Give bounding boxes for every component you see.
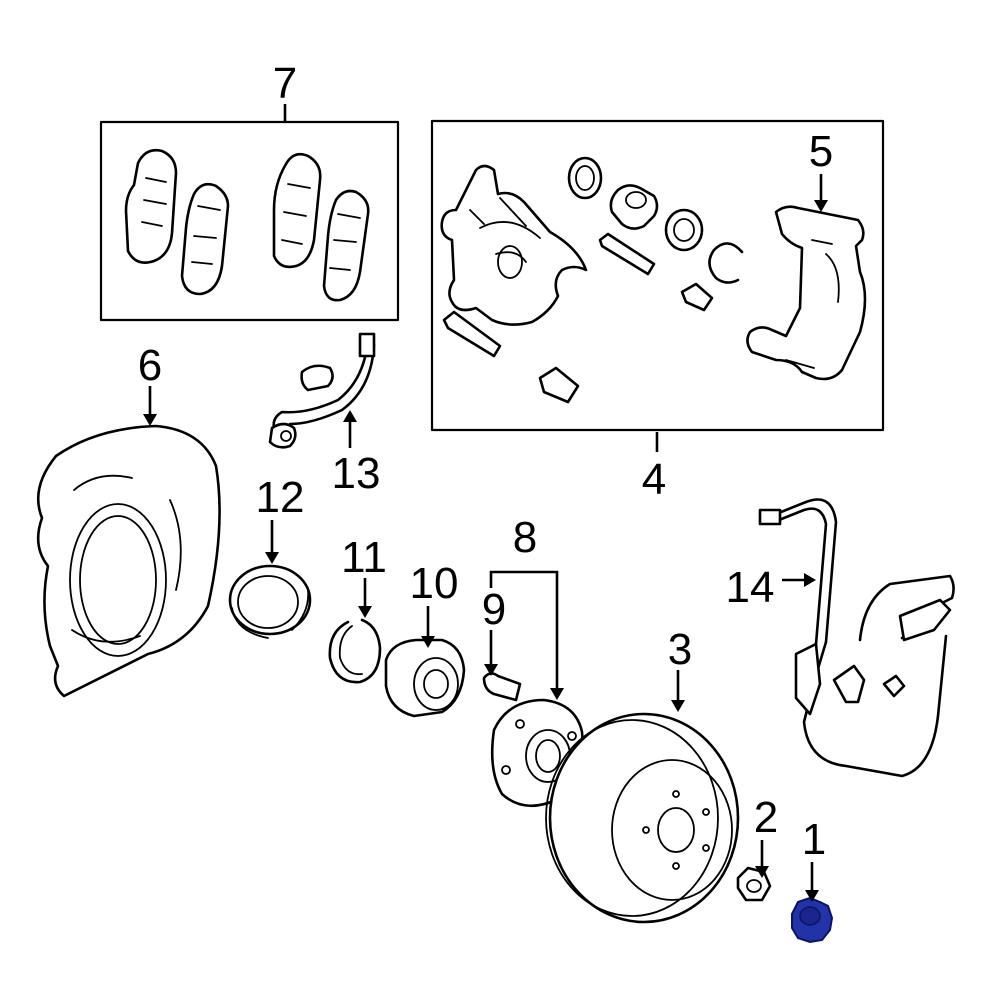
callout-4: 4 [642, 455, 666, 504]
part-2-nut[interactable] [736, 866, 772, 902]
part-12-seal[interactable] [228, 564, 312, 639]
part-7-brake-pads[interactable] [99, 120, 400, 322]
part-9-wheel-stud[interactable] [482, 672, 522, 702]
callout-7: 7 [273, 59, 297, 108]
part-10-bearing[interactable] [384, 638, 466, 718]
part-11-snap-ring[interactable] [328, 618, 382, 684]
part-13-brake-hose[interactable] [268, 332, 376, 449]
callout-14: 14 [726, 563, 775, 612]
part-6-dust-shield[interactable] [36, 424, 221, 698]
callout-5: 5 [809, 127, 833, 176]
part-14-abs-sensor[interactable] [758, 498, 955, 778]
callout-6: 6 [138, 341, 162, 390]
callout-13: 13 [332, 449, 381, 498]
callout-10: 10 [410, 559, 459, 608]
part-1-hub-nut[interactable] [791, 896, 834, 944]
callout-8: 8 [513, 513, 537, 562]
callout-12: 12 [256, 473, 305, 522]
callout-11: 11 [341, 533, 387, 582]
callout-2: 2 [754, 793, 778, 842]
callout-3: 3 [668, 625, 692, 674]
callout-labels: 7 5 4 6 13 12 11 10 8 9 3 14 2 1 [138, 59, 833, 864]
callout-leaders [143, 104, 828, 902]
part-3-brake-rotor[interactable] [545, 712, 740, 924]
callout-9: 9 [482, 585, 506, 634]
part-4-caliper-assembly[interactable] [430, 119, 885, 432]
callout-1: 1 [802, 815, 826, 864]
